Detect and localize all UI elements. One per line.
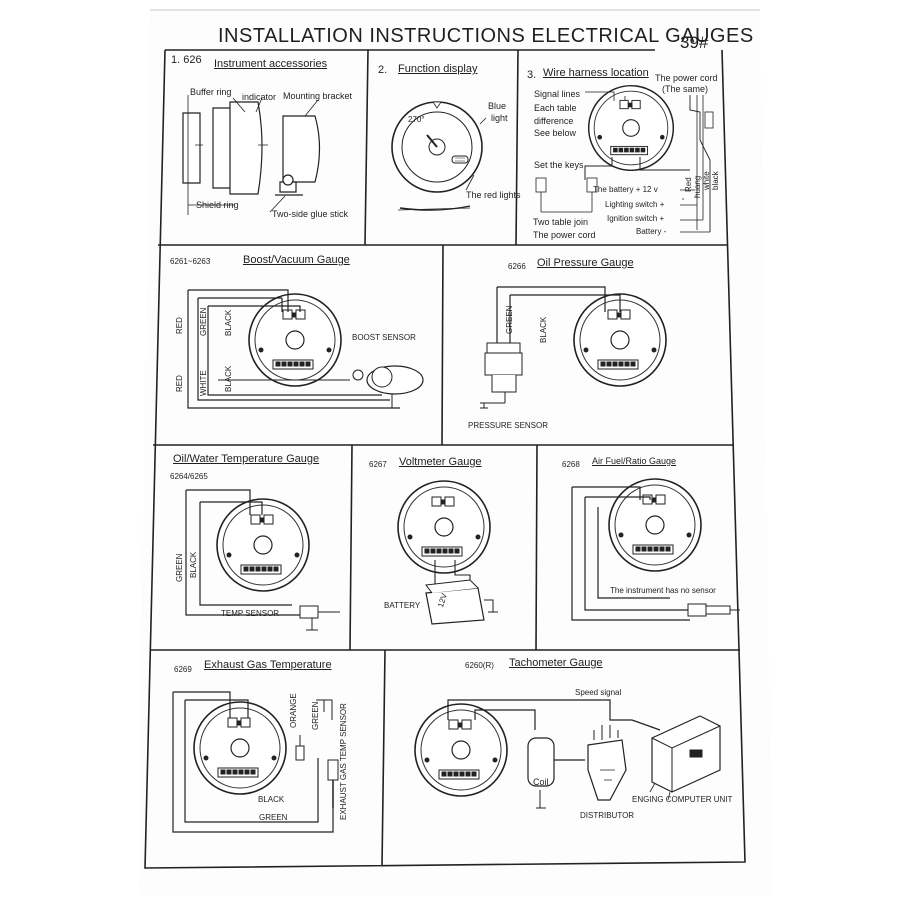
boost-drawing (187, 289, 424, 409)
function-display-drawing (391, 101, 487, 211)
accessories-drawing (182, 95, 321, 215)
air-fuel-drawing (571, 478, 740, 621)
paper-sheet (138, 10, 772, 895)
temp-drawing (185, 489, 340, 631)
exhaust-drawing (172, 691, 339, 833)
grid-frame (144, 49, 746, 869)
oil-pressure-drawing (480, 286, 667, 409)
voltmeter-drawing (397, 480, 498, 625)
tachometer-drawing (414, 699, 721, 809)
wire-harness-drawing (535, 84, 714, 233)
